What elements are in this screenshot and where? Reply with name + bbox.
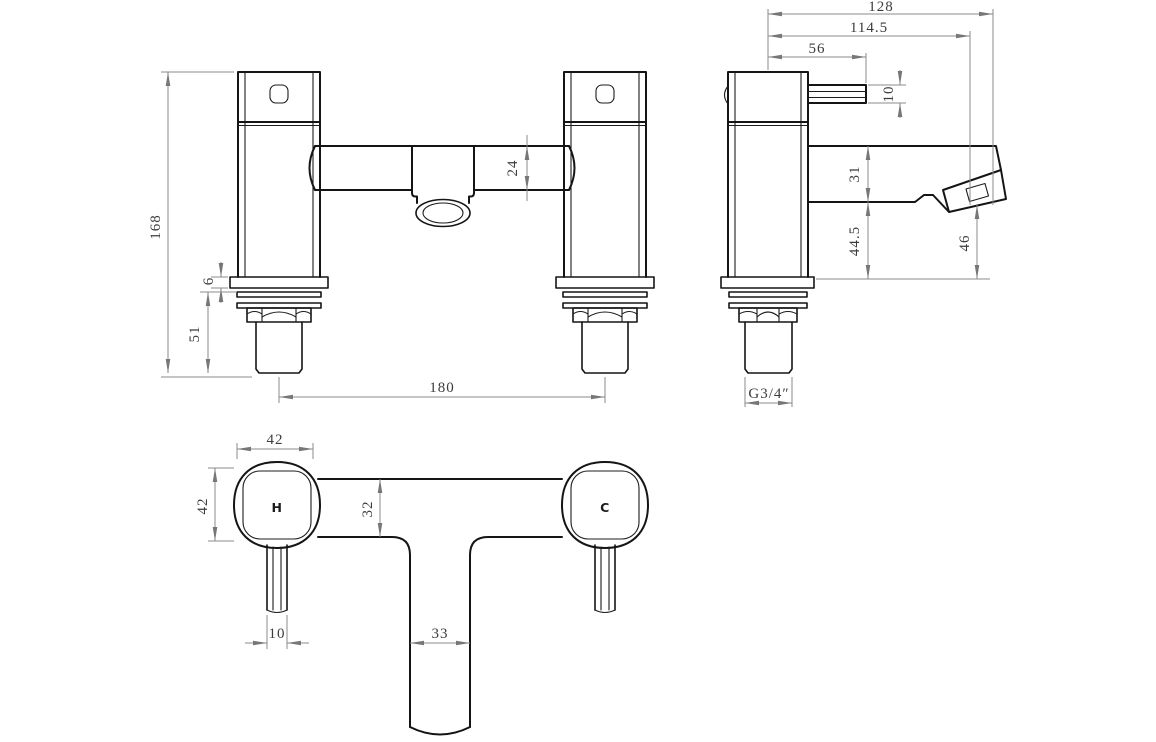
hot-handle-label: H — [272, 500, 283, 515]
dim-label-flange: 6 — [201, 277, 217, 286]
dim-label-handle-depth: 42 — [195, 498, 211, 515]
side-lever — [807, 84, 867, 104]
side-dimensions: 128 114.5 56 10 31 44.5 46 — [744, 0, 994, 407]
plan-view: H C 42 42 32 10 33 — [195, 432, 649, 736]
plan-body — [317, 478, 563, 556]
plan-hot-handle — [233, 461, 321, 614]
dim-label-body-width: 32 — [360, 501, 376, 518]
cold-handle-label: C — [600, 500, 610, 515]
outlet-detail — [965, 182, 990, 203]
dim-label-spout-reach: 114.5 — [850, 20, 888, 36]
plan-cold-handle — [561, 461, 649, 614]
dim-label-spout-clearance: 44.5 — [847, 226, 863, 256]
dim-label-overall-depth: 128 — [868, 0, 894, 15]
front-left-pillar — [229, 71, 329, 374]
plan-spout — [409, 554, 471, 736]
dim-label-centres: 180 — [429, 380, 455, 396]
front-crossbar — [308, 145, 576, 191]
dim-label-spout-depth: 31 — [847, 166, 863, 183]
plan-dimensions: 42 42 32 10 33 — [195, 432, 470, 649]
side-view: 128 114.5 56 10 31 44.5 46 — [720, 0, 1007, 407]
dim-label-handle-thickness: 10 — [881, 86, 897, 103]
dim-label-lever-width: 10 — [269, 626, 286, 642]
front-dimensions: 168 6 51 24 180 — [148, 71, 606, 403]
dim-label-overall-height: 168 — [148, 214, 164, 240]
dim-label-handle-width: 42 — [267, 432, 284, 448]
side-pillar — [720, 71, 815, 374]
aerator-inner — [422, 202, 464, 224]
dim-label-body-height: 24 — [505, 160, 521, 177]
front-view: 168 6 51 24 180 — [148, 71, 655, 403]
dim-label-tail-length: 51 — [187, 326, 203, 343]
dim-label-thread-size: G3/4″ — [748, 386, 789, 402]
dim-label-outlet-height: 46 — [957, 235, 973, 252]
side-spout — [807, 145, 1007, 213]
dim-label-spout-width: 33 — [432, 626, 449, 642]
front-spout-outlet — [411, 145, 475, 228]
front-right-pillar — [555, 71, 655, 374]
aerator-outer — [415, 198, 471, 228]
handle-cap-icon-edge — [723, 85, 729, 105]
dim-label-handle-reach: 56 — [809, 41, 826, 57]
